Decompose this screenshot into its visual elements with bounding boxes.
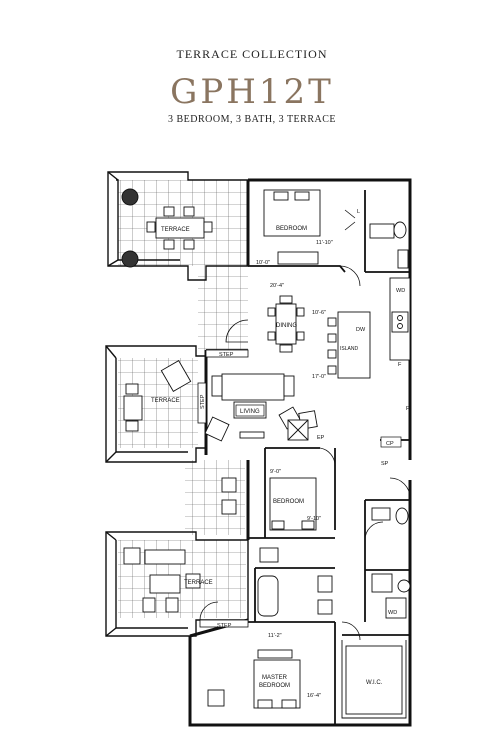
living-width: 20'-4" [270,283,284,289]
cp-label: CP [386,441,394,447]
master-depth: 16'-4" [307,693,321,699]
dishwasher-label: DW [356,327,366,333]
washer-dryer-top-label: WD [396,288,405,294]
bedroom-mid-label: BEDROOM [273,499,304,505]
bedroom-top-label: BEDROOM [276,226,307,232]
bedroom-top-width: 11'-10" [316,240,333,246]
step-label-3: STEP [217,623,232,629]
pantry-label: P [406,406,410,412]
bedroom-mid-depth: 9'-10" [307,516,321,522]
wic-label: W.I.C. [366,680,383,686]
bedroom-mid-bed [269,477,317,531]
terrace-top-label: TERRACE [161,227,190,233]
unit-name: GPH12T [170,72,334,112]
interior-walls [200,190,410,725]
terrace-side-floor-2 [185,460,245,535]
dining-table [267,295,305,353]
dining-width: 10'-6" [312,310,326,316]
living-label-box [235,404,265,417]
bedroom-mid-width: 9'-0" [270,469,281,475]
ep-label: EP [317,435,325,441]
step-label-2: STEP [200,394,206,409]
bedroom-top-bed [263,189,321,265]
terrace-bottom-label: TERRACE [184,580,213,586]
dining-label: DINING [276,323,297,329]
washer-dryer-bottom-label: WD [388,610,397,616]
kitchen-island [327,277,411,379]
master-label-line1: MASTER [262,675,288,681]
bedroom-top-depth: 10'-0" [256,260,270,266]
terrace-bottom-furniture [123,477,237,613]
unit-summary: 3 BEDROOM, 3 BATH, 3 TERRACE [168,114,336,125]
collection-title: TERRACE COLLECTION [176,47,328,61]
living-label: LIVING [240,409,260,415]
steps [197,349,249,628]
dining-depth: 17'-0" [312,374,326,380]
door-swings [199,209,411,641]
master-width: 11'-2" [268,633,282,639]
terrace-mid-label: TERRACE [151,398,180,404]
terrace-mid-furniture [123,359,192,432]
closet-box [380,436,402,448]
bath-fixtures [257,221,411,619]
linen-label: L [357,209,360,215]
master-label-line2: BEDROOM [259,683,290,689]
fridge-label: F [398,362,402,368]
sp-label: SP [381,461,389,467]
step-label-1: STEP [219,352,234,358]
master-furniture [207,640,407,719]
terrace-top-furniture [121,188,213,268]
island-label: ISLAND [340,346,358,352]
